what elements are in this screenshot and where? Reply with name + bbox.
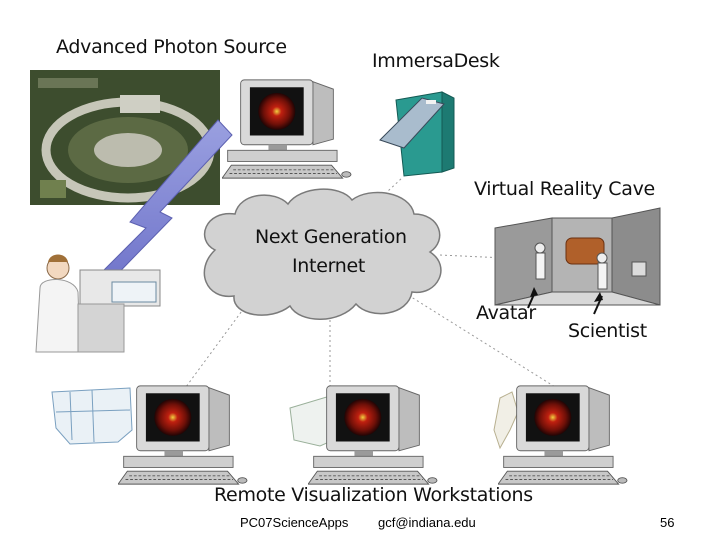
label-vr-cave: Virtual Reality Cave (474, 178, 655, 200)
label-avatar: Avatar (476, 302, 536, 324)
page-number: 56 (660, 515, 675, 530)
label-aps: Advanced Photon Source (56, 36, 287, 58)
label-cloud-line1: Next Generation (255, 226, 407, 248)
remote-workstation-2 (308, 385, 438, 485)
remote-workstation-1 (118, 385, 248, 485)
label-workstations: Remote Visualization Workstations (214, 484, 533, 506)
immersadesk-device (379, 91, 455, 177)
aps-photo (30, 70, 220, 205)
footer-email: gcf@indiana.edu (378, 515, 476, 530)
japan-map (493, 391, 519, 450)
label-scientist: Scientist (568, 320, 647, 342)
scientist-at-desk (35, 254, 161, 353)
label-cloud-line2: Internet (292, 255, 366, 277)
usa-map (51, 387, 133, 445)
central-workstation (222, 79, 352, 179)
vr-cave (494, 207, 661, 315)
internet-cloud (203, 188, 442, 320)
label-immersadesk: ImmersaDesk (372, 50, 500, 72)
remote-workstation-3 (498, 385, 628, 485)
footer-course: PC07ScienceApps (240, 515, 349, 530)
